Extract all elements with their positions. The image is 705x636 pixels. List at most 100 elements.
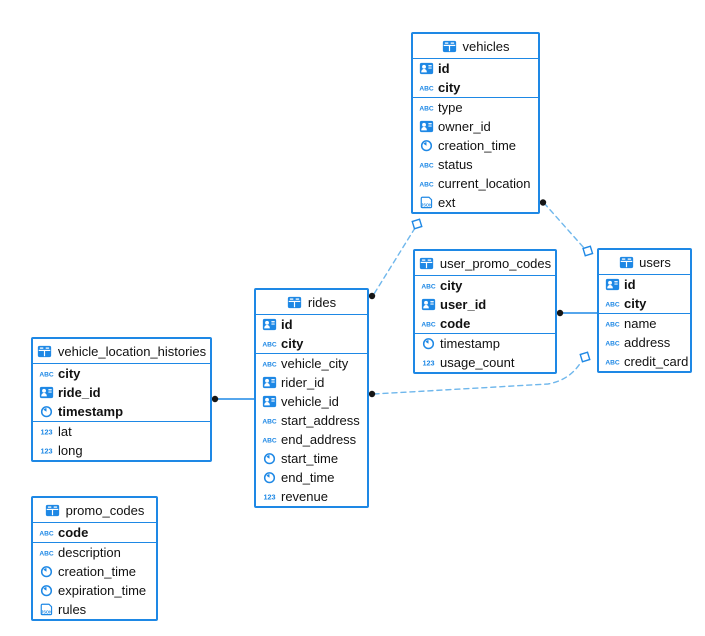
table-title: user_promo_codes: [439, 255, 552, 271]
field-name: id: [624, 277, 636, 292]
svg-text:123: 123: [263, 493, 275, 502]
field-row-revenue[interactable]: 123 revenue: [256, 487, 367, 506]
id-badge-icon: [418, 62, 434, 75]
abc-icon: ABC: [418, 158, 434, 171]
svg-text:ABC: ABC: [421, 321, 436, 328]
field-row-lat[interactable]: 123 lat: [33, 422, 210, 441]
field-name: timestamp: [58, 404, 124, 419]
field-name: vehicle_city: [281, 356, 349, 371]
svg-text:ABC: ABC: [605, 301, 620, 308]
table-icon: [287, 296, 303, 309]
id-badge-icon: [261, 376, 277, 389]
svg-text:ABC: ABC: [262, 341, 277, 348]
field-row-id[interactable]: id: [599, 275, 690, 294]
field-row-credit_card[interactable]: ABC credit_card: [599, 352, 690, 371]
relationship-line-vehicles-users[interactable]: [543, 202, 585, 249]
field-name: credit_card: [624, 354, 689, 369]
field-row-ride_id[interactable]: ride_id: [33, 383, 210, 402]
field-row-ext[interactable]: JSON ext: [413, 193, 538, 212]
field-name: vehicle_id: [281, 394, 339, 409]
field-name: start_address: [281, 413, 360, 428]
table-header[interactable]: users: [599, 250, 690, 275]
field-row-vehicle_id[interactable]: vehicle_id: [256, 392, 367, 411]
svg-text:123: 123: [422, 359, 434, 368]
svg-text:123: 123: [40, 428, 52, 437]
svg-text:ABC: ABC: [419, 181, 434, 188]
field-row-city[interactable]: ABC city: [415, 276, 555, 295]
field-row-creation_time[interactable]: creation_time: [33, 562, 156, 581]
field-name: end_time: [281, 470, 335, 485]
table-header[interactable]: promo_codes: [33, 498, 156, 523]
abc-icon: ABC: [261, 337, 277, 350]
field-row-end_time[interactable]: end_time: [256, 468, 367, 487]
relationship-line-rides-vehicles[interactable]: [373, 227, 416, 295]
abc-icon: ABC: [418, 81, 434, 94]
field-row-user_id[interactable]: user_id: [415, 295, 555, 314]
field-row-owner_id[interactable]: owner_id: [413, 117, 538, 136]
table-header[interactable]: user_promo_codes: [415, 251, 555, 276]
abc-icon: ABC: [38, 526, 54, 539]
field-row-id[interactable]: id: [256, 315, 367, 334]
field-row-start_time[interactable]: start_time: [256, 449, 367, 468]
field-name: revenue: [281, 489, 328, 504]
table-header[interactable]: vehicle_location_histories: [33, 339, 210, 364]
svg-text:ABC: ABC: [262, 437, 277, 444]
field-name: rider_id: [281, 375, 325, 390]
table-icon: [45, 504, 61, 517]
svg-text:ABC: ABC: [605, 359, 620, 366]
table-icon: [442, 40, 458, 53]
clock-icon: [38, 405, 54, 418]
ref-square-users-top: [582, 245, 594, 257]
json-icon: JSON: [418, 196, 434, 209]
clock-icon: [420, 337, 436, 350]
field-name: ext: [438, 195, 456, 210]
relationship-line-rides-users[interactable]: [373, 361, 582, 395]
table-header[interactable]: rides: [256, 290, 367, 315]
svg-text:JSON: JSON: [40, 609, 51, 614]
field-row-timestamp[interactable]: timestamp: [33, 402, 210, 421]
svg-text:ABC: ABC: [421, 283, 436, 290]
clock-icon: [261, 471, 277, 484]
table-header[interactable]: vehicles: [413, 34, 538, 59]
field-row-timestamp[interactable]: timestamp: [415, 334, 555, 353]
field-name: city: [440, 278, 463, 293]
svg-text:JSON: JSON: [420, 202, 431, 207]
field-row-id[interactable]: id: [413, 59, 538, 78]
abc-icon: ABC: [420, 317, 436, 330]
field-name: lat: [58, 424, 72, 439]
field-row-expiration_time[interactable]: expiration_time: [33, 581, 156, 600]
123-icon: 123: [420, 356, 436, 369]
field-row-rider_id[interactable]: rider_id: [256, 373, 367, 392]
field-row-creation_time[interactable]: creation_time: [413, 136, 538, 155]
table-title: rides: [307, 294, 337, 310]
clock-icon: [38, 584, 54, 597]
table-icon: [419, 257, 435, 270]
field-name: creation_time: [58, 564, 137, 579]
